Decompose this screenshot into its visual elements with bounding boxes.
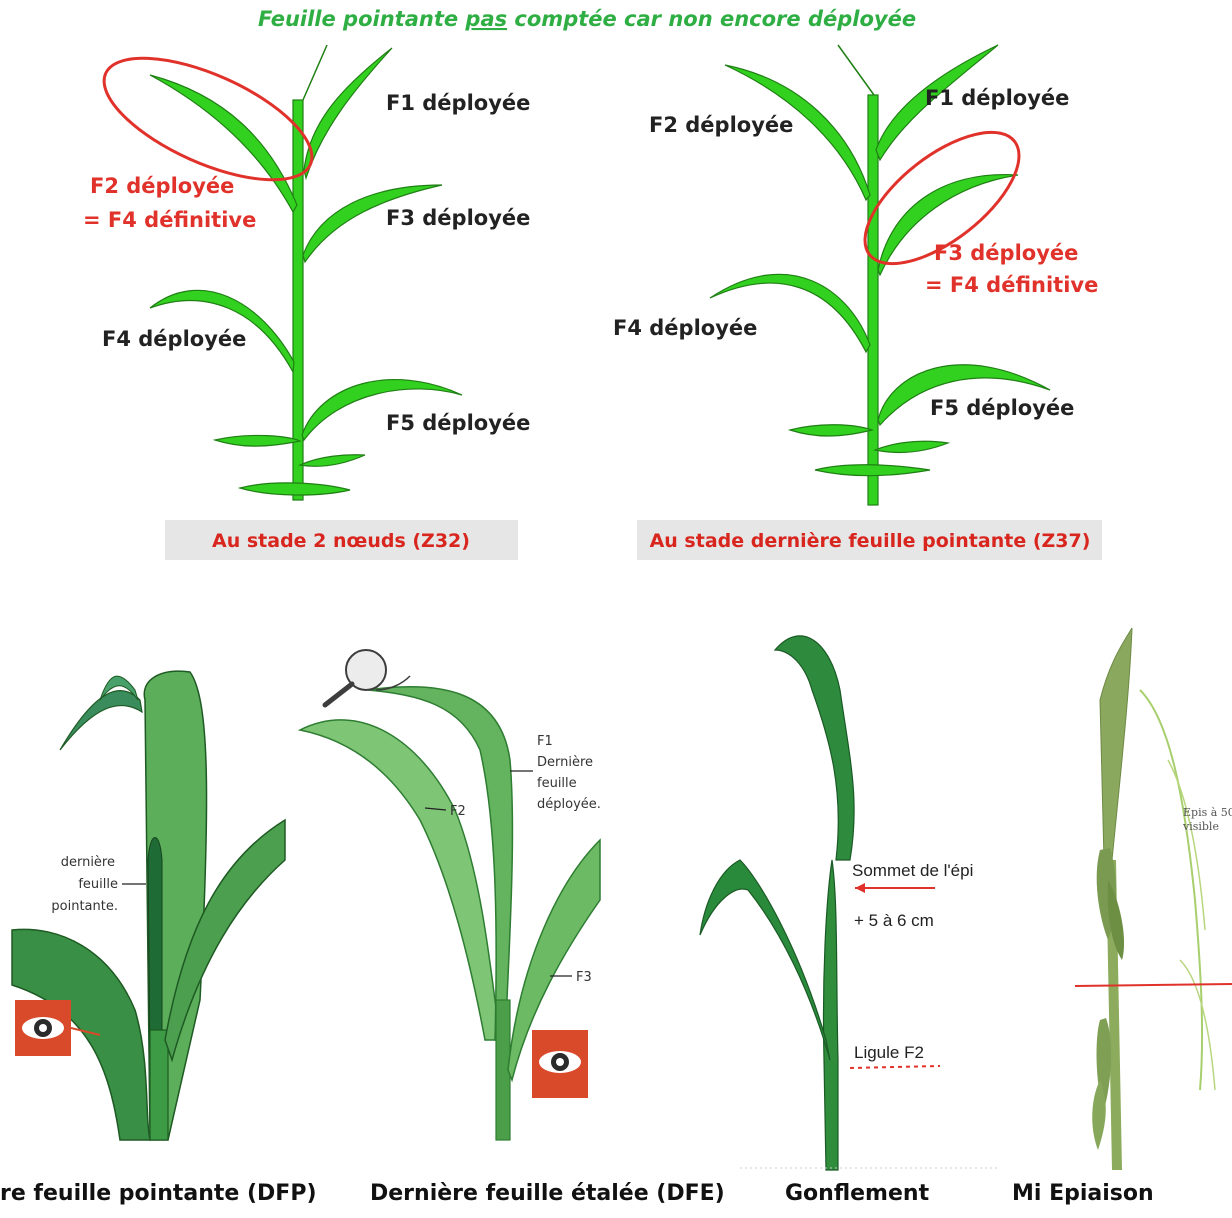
- flag-leaf: [775, 636, 854, 860]
- dfe-f1-line4: déployée.: [537, 797, 601, 812]
- label-f1: F1 déployée: [925, 86, 1069, 110]
- label-f3: F3 déployée: [386, 206, 530, 230]
- panel-dfp: dernière feuille pointante.: [12, 671, 285, 1140]
- dfe-f2-label: F2: [450, 804, 466, 819]
- caption-z37: Au stade dernière feuille pointante (Z37…: [650, 530, 1091, 552]
- magnifier-icon: [325, 650, 410, 705]
- panel-dfe: F1 Dernière feuille déployée. F2 F3: [300, 650, 601, 1140]
- label-f3: F3 déployée: [934, 241, 1078, 265]
- label-f2-definitive: = F4 définitive: [83, 208, 256, 232]
- tiller-leaf: [300, 455, 365, 466]
- ligule-marker: [850, 1066, 940, 1068]
- eye-icon: [532, 1030, 588, 1098]
- epiaison-annotation-line2: visible: [1182, 820, 1219, 833]
- sommet-label: Sommet de l'épi: [852, 861, 973, 880]
- label-f5: F5 déployée: [930, 396, 1074, 420]
- label-f5: F5 déployée: [386, 411, 530, 435]
- ligule-label: Ligule F2: [854, 1043, 924, 1062]
- tiller-leaf: [815, 465, 930, 476]
- pointing-leaf: [838, 45, 874, 95]
- label-f2: F2 déployée: [90, 174, 234, 198]
- dfp-annotation-line1: dernière: [61, 855, 115, 870]
- dfp-annotation-line2: feuille: [78, 877, 118, 892]
- label-f2: F2 déployée: [649, 113, 793, 137]
- label-f4: F4 déployée: [102, 327, 246, 351]
- label-f3-definitive: = F4 définitive: [925, 273, 1098, 297]
- tiller-leaf: [240, 483, 350, 495]
- tiller-leaf: [215, 435, 300, 446]
- tiller-leaf: [790, 425, 872, 436]
- top-title: Feuille pointante pas comptée car non en…: [258, 7, 916, 31]
- epiaison-annotation-line1: Epis à 50 %: [1183, 806, 1232, 819]
- leaf-f2: [300, 720, 500, 1040]
- label-f1: F1 déployée: [386, 91, 530, 115]
- panel-epiaison: Epis à 50 % visible: [1075, 628, 1232, 1170]
- caption-dfp: re feuille pointante (DFP): [0, 1181, 317, 1206]
- caption-z32: Au stade 2 nœuds (Z32): [212, 530, 470, 552]
- stem: [868, 95, 878, 505]
- label-f4: F4 déployée: [613, 316, 757, 340]
- dfe-f1-line2: Dernière: [537, 755, 593, 770]
- leaf-f4: [710, 274, 870, 352]
- tiller-leaf: [875, 441, 948, 452]
- dfe-f1-line1: F1: [537, 734, 553, 749]
- stem: [823, 860, 838, 1170]
- pointing-leaf: [148, 838, 162, 1061]
- dfe-f1-line3: feuille: [537, 776, 577, 791]
- pointing-leaf: [303, 45, 327, 100]
- caption-gonflement: Gonflement: [785, 1181, 930, 1206]
- dfp-annotation-line3: pointante.: [51, 899, 118, 914]
- lower-leaf: [700, 860, 830, 1060]
- dfe-f3-label: F3: [576, 970, 592, 985]
- stem: [150, 1030, 168, 1140]
- curled-leaf: [60, 691, 142, 750]
- caption-epiaison: Mi Epiaison: [1012, 1181, 1154, 1206]
- sommet-arrow-head: [855, 883, 865, 893]
- distance-label: + 5 à 6 cm: [854, 911, 934, 930]
- caption-dfe: Dernière feuille étalée (DFE): [370, 1181, 725, 1206]
- panel-gonflement: Sommet de l'épi + 5 à 6 cm Ligule F2: [700, 636, 1000, 1170]
